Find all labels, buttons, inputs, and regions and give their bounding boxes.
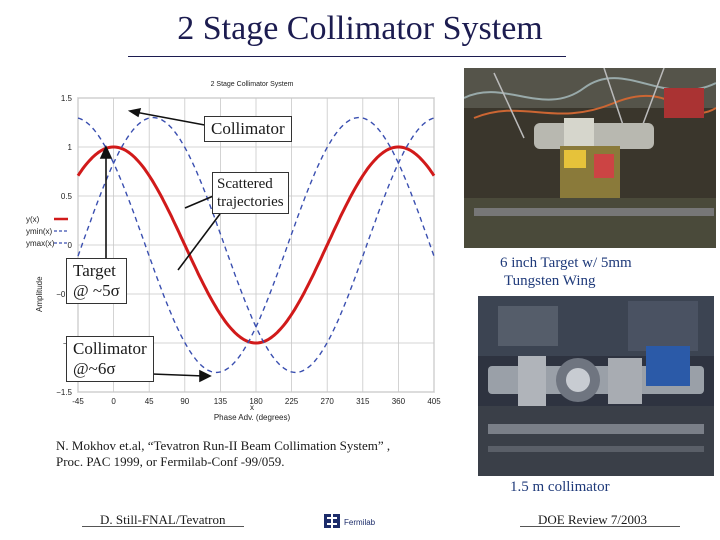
arrow-collimator-top <box>134 111 211 127</box>
footer-event: DOE Review 7/2003 <box>538 512 648 527</box>
chart-legend: y(x) ymin(x) ymax(x) <box>26 215 55 248</box>
y-tick-label: 0.5 <box>61 192 73 201</box>
x-tick-labels: -45 0 45 90 135 180 225 270 315 360 405 <box>72 397 441 406</box>
y-axis-label: Amplitude <box>35 276 44 312</box>
callout-target-line1: Target <box>73 261 116 280</box>
y-tick-label: −1.5 <box>56 388 72 397</box>
photo-target-caption-line1: 6 inch Target w/ 5mm <box>500 255 632 271</box>
x-tick-label: 315 <box>356 397 370 406</box>
photo-target-caption: 6 inch Target w/ 5mm Tungsten Wing <box>500 254 632 290</box>
callout-scattered-line2: trajectories <box>217 194 284 210</box>
chart-title: 2 Stage Collimator System <box>211 81 294 88</box>
y-tick-label: 1.5 <box>61 94 73 103</box>
title-underline <box>128 56 566 57</box>
citation-line1: N. Mokhov et.al, “Tevatron Run-II Beam C… <box>56 438 391 453</box>
y-tick-label: −0.5 <box>56 290 72 299</box>
callout-scattered-trajectories: Scattered trajectories <box>212 172 289 214</box>
legend-entry-ymax: ymax(x) <box>26 239 55 248</box>
x-axis-label: Phase Adv. (degrees) <box>214 413 291 422</box>
callout-target: Target @ ~5σ <box>66 258 127 304</box>
x-tick-label: 90 <box>180 397 189 406</box>
callout-collimator-6sigma: Collimator @~6σ <box>66 336 154 382</box>
photo-collimator-caption: 1.5 m collimator <box>510 479 610 495</box>
collimator-photo <box>478 296 714 476</box>
callout-target-line2: @ ~5σ <box>73 281 120 300</box>
photo-illustration <box>464 68 716 248</box>
arrow-head <box>127 107 142 118</box>
x-tick-label: 405 <box>427 397 441 406</box>
target-assembly-photo <box>464 68 716 248</box>
x-tick-label: 45 <box>145 397 154 406</box>
series-line-yx <box>76 145 436 345</box>
fermilab-logo-icon: Fermilab <box>324 514 376 528</box>
chart-series <box>54 116 436 374</box>
callout-collimator-text: Collimator <box>211 119 285 138</box>
fermilab-logo-text: Fermilab <box>344 518 376 527</box>
callout-scattered-line1: Scattered <box>217 176 273 192</box>
footer-author: D. Still-FNAL/Tevatron <box>100 512 226 527</box>
x-tick-label: 270 <box>321 397 335 406</box>
callout-collimator-line1: Collimator <box>73 339 147 358</box>
footer-rule-left <box>82 526 244 527</box>
series-line-ymaxx <box>77 116 435 374</box>
x-tick-label: -45 <box>72 397 84 406</box>
x-axis-symbol: x <box>250 403 254 412</box>
x-tick-label: 0 <box>111 397 116 406</box>
y-tick-label: 1 <box>68 143 73 152</box>
arrow-scattered-right <box>177 213 221 271</box>
legend-entry-yx: y(x) <box>26 215 40 224</box>
fermilab-logo: Fermilab <box>324 512 394 530</box>
series-line-yminx <box>77 116 435 374</box>
arrow-collimator-bottom <box>151 373 205 377</box>
y-tick-label: 0 <box>68 241 73 250</box>
callout-collimator-line2: @~6σ <box>73 359 116 378</box>
citation: N. Mokhov et.al, “Tevatron Run-II Beam C… <box>56 438 390 470</box>
arrow-head <box>99 145 113 159</box>
citation-line2: Proc. PAC 1999, or Fermilab-Conf -99/059… <box>56 454 285 469</box>
photo-illustration <box>478 296 714 476</box>
x-tick-label: 225 <box>285 397 299 406</box>
photo-target-caption-line2: Tungsten Wing <box>504 273 596 289</box>
x-tick-label: 180 <box>249 397 263 406</box>
legend-entry-ymin: ymin(x) <box>26 227 53 236</box>
x-tick-label: 135 <box>214 397 228 406</box>
footer-rule-right <box>520 526 680 527</box>
x-tick-label: 360 <box>392 397 406 406</box>
callout-collimator: Collimator <box>204 116 292 142</box>
slide-title: 2 Stage Collimator System <box>177 10 543 47</box>
arrow-head <box>199 369 212 383</box>
